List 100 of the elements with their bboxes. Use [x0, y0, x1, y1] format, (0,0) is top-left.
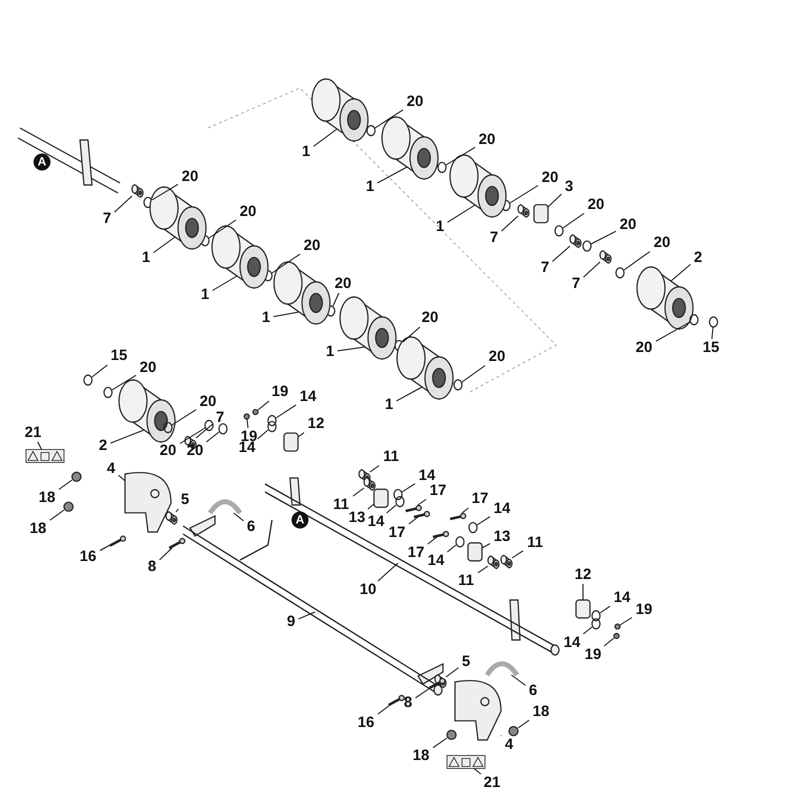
leader-line — [462, 508, 469, 514]
callout-number: 19 — [272, 384, 288, 400]
reference-mark: A — [292, 512, 308, 528]
nut — [508, 726, 519, 736]
screw — [450, 512, 466, 520]
washer — [453, 379, 463, 390]
leader-line — [711, 326, 714, 340]
leader-line — [112, 374, 136, 390]
leader-line — [446, 146, 476, 166]
bolt — [388, 694, 405, 706]
callout-number: 20 — [160, 443, 176, 459]
leader-line — [447, 204, 476, 223]
callout-number: 8 — [148, 559, 156, 575]
leader-line — [176, 508, 179, 512]
callout-number: 6 — [528, 683, 538, 699]
callout-number: 20 — [406, 94, 424, 110]
leader-line — [446, 544, 456, 552]
bushing — [363, 476, 376, 492]
callout-number: 20 — [620, 217, 636, 233]
callout-number: 17 — [472, 491, 488, 507]
callout-number: 1 — [200, 287, 210, 303]
roller — [636, 266, 694, 330]
screw — [614, 623, 621, 630]
callout-number: 15 — [702, 340, 720, 356]
mounting-plate — [283, 432, 299, 452]
leader-line — [118, 474, 126, 482]
leader-line — [510, 674, 526, 686]
curved-bracket — [208, 499, 242, 514]
washer — [218, 423, 228, 434]
roller — [396, 336, 454, 400]
callout-number: 6 — [246, 519, 256, 535]
callout-number: 12 — [574, 567, 592, 583]
bolt — [168, 538, 186, 550]
screw — [613, 632, 620, 640]
leader-line — [258, 400, 270, 410]
screw — [252, 408, 259, 416]
leader-line — [510, 185, 538, 204]
callout-number: 5 — [180, 492, 190, 508]
washer — [437, 162, 447, 174]
callout-number: 20 — [182, 169, 198, 185]
callout-number: 21 — [24, 425, 42, 441]
leader-line — [298, 432, 304, 438]
leader-line — [478, 566, 488, 574]
leader-line — [152, 184, 178, 200]
callout-number: 7 — [216, 410, 224, 426]
leader-line — [600, 606, 610, 614]
callout-number: 14 — [238, 440, 256, 456]
leader-line — [206, 432, 220, 442]
leader-line — [604, 638, 614, 646]
leader-line — [50, 510, 64, 521]
callout-number: 20 — [588, 197, 604, 213]
callout-number: 14 — [418, 468, 436, 484]
leader-line — [396, 386, 422, 402]
roller — [149, 186, 207, 250]
leader-line — [501, 216, 518, 232]
bushing — [487, 555, 500, 570]
callout-number: 18 — [532, 704, 550, 720]
leader-line — [624, 251, 650, 270]
leader-line — [562, 212, 584, 228]
leader-line — [208, 220, 236, 238]
callout-number: 4 — [504, 737, 514, 753]
callout-number: 20 — [478, 132, 496, 148]
side-plate — [124, 472, 172, 533]
bushing — [165, 510, 178, 526]
callout-number: 17 — [408, 545, 424, 561]
bolt — [428, 678, 446, 690]
leader-line — [427, 536, 438, 544]
leader-line — [114, 196, 132, 213]
leader-line — [474, 768, 482, 774]
washer — [591, 618, 601, 630]
callout-number: 18 — [412, 748, 430, 764]
nut — [446, 730, 457, 740]
reference-mark: A — [34, 154, 50, 170]
leader-line — [415, 688, 430, 698]
leader-line — [552, 246, 570, 262]
callout-number: 2 — [98, 438, 108, 454]
callout-number: 20 — [488, 349, 506, 365]
callout-number: 5 — [462, 654, 470, 670]
leader-line — [482, 543, 490, 548]
callout-number: 20 — [636, 340, 652, 356]
bushing — [500, 554, 513, 569]
callout-number: 21 — [484, 775, 500, 791]
callout-number: 20 — [186, 443, 204, 459]
leader-line — [370, 465, 380, 472]
leader-line — [386, 504, 396, 514]
leader-line — [620, 617, 632, 626]
mounting-plate — [533, 204, 549, 224]
roller — [381, 116, 439, 180]
leader-line — [378, 562, 398, 582]
callout-number: 1 — [436, 219, 444, 235]
callout-number: 16 — [358, 715, 374, 731]
callout-number: 7 — [490, 230, 498, 246]
washer — [267, 420, 277, 432]
leader-line — [153, 236, 176, 254]
callout-number: 14 — [428, 553, 444, 569]
callout-number: 17 — [430, 483, 446, 499]
leader-line — [582, 626, 592, 634]
leader-line — [58, 480, 72, 490]
callout-number: 1 — [262, 310, 270, 326]
callout-number: 2 — [694, 250, 702, 266]
